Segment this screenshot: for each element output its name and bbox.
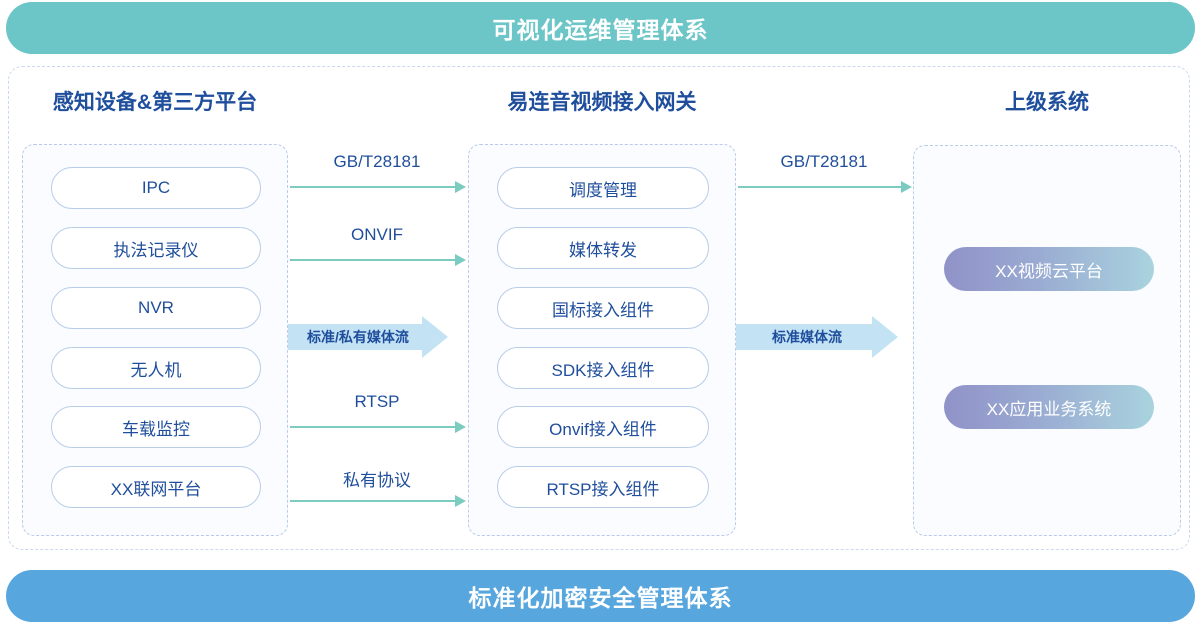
media-flow-arrow-right: 标准媒体流 <box>736 316 898 358</box>
connector-label-gbt28181-right: GB/T28181 <box>780 152 868 171</box>
connector-label-rtsp: RTSP <box>354 392 400 411</box>
mid-item-gb-module[interactable]: 国标接入组件 <box>497 287 709 329</box>
mid-item-mediafwd[interactable]: 媒体转发 <box>497 227 709 269</box>
column-box-left: IPC 执法记录仪 NVR 无人机 车载监控 XX联网平台 <box>22 144 288 536</box>
column-box-right: XX视频云平台 XX应用业务系统 <box>913 145 1181 536</box>
connector-label-private-protocol: 私有协议 <box>343 471 411 490</box>
connector-arrow-rtsp <box>290 421 466 433</box>
media-flow-label-left: 标准/私有媒体流 <box>307 329 409 345</box>
left-item-vehicle[interactable]: 车载监控 <box>51 406 261 448</box>
left-item-recorder[interactable]: 执法记录仪 <box>51 227 261 269</box>
connector-arrow-gbt28181-left <box>290 181 466 193</box>
media-flow-label-right: 标准媒体流 <box>772 329 842 345</box>
column-title-middle: 易连音视频接入网关 <box>507 91 697 114</box>
mid-item-dispatch[interactable]: 调度管理 <box>497 167 709 209</box>
outer-frame <box>8 66 1190 550</box>
mid-item-sdk-module[interactable]: SDK接入组件 <box>497 347 709 389</box>
connector-arrow-gbt28181-right <box>738 181 912 193</box>
connector-label-onvif: ONVIF <box>351 225 403 244</box>
right-item-cloud-platform[interactable]: XX视频云平台 <box>944 247 1154 291</box>
connector-arrow-private-protocol <box>290 495 466 507</box>
media-flow-arrow-left: 标准/私有媒体流 <box>288 316 448 358</box>
mid-item-onvif-module[interactable]: Onvif接入组件 <box>497 406 709 448</box>
left-item-ipc[interactable]: IPC <box>51 167 261 209</box>
top-banner: 可视化运维管理体系 <box>6 2 1195 54</box>
left-item-drone[interactable]: 无人机 <box>51 347 261 389</box>
connector-label-gbt28181-left: GB/T28181 <box>333 152 421 171</box>
bottom-banner: 标准化加密安全管理体系 <box>6 570 1195 622</box>
column-title-left: 感知设备&第三方平台 <box>52 91 258 114</box>
connector-arrow-onvif <box>290 254 466 266</box>
left-item-nvr[interactable]: NVR <box>51 287 261 329</box>
mid-item-rtsp-module[interactable]: RTSP接入组件 <box>497 466 709 508</box>
column-box-middle: 调度管理 媒体转发 国标接入组件 SDK接入组件 Onvif接入组件 RTSP接… <box>468 144 736 536</box>
left-item-platform[interactable]: XX联网平台 <box>51 466 261 508</box>
column-title-right: 上级系统 <box>1005 91 1089 114</box>
right-item-business-system[interactable]: XX应用业务系统 <box>944 385 1154 429</box>
